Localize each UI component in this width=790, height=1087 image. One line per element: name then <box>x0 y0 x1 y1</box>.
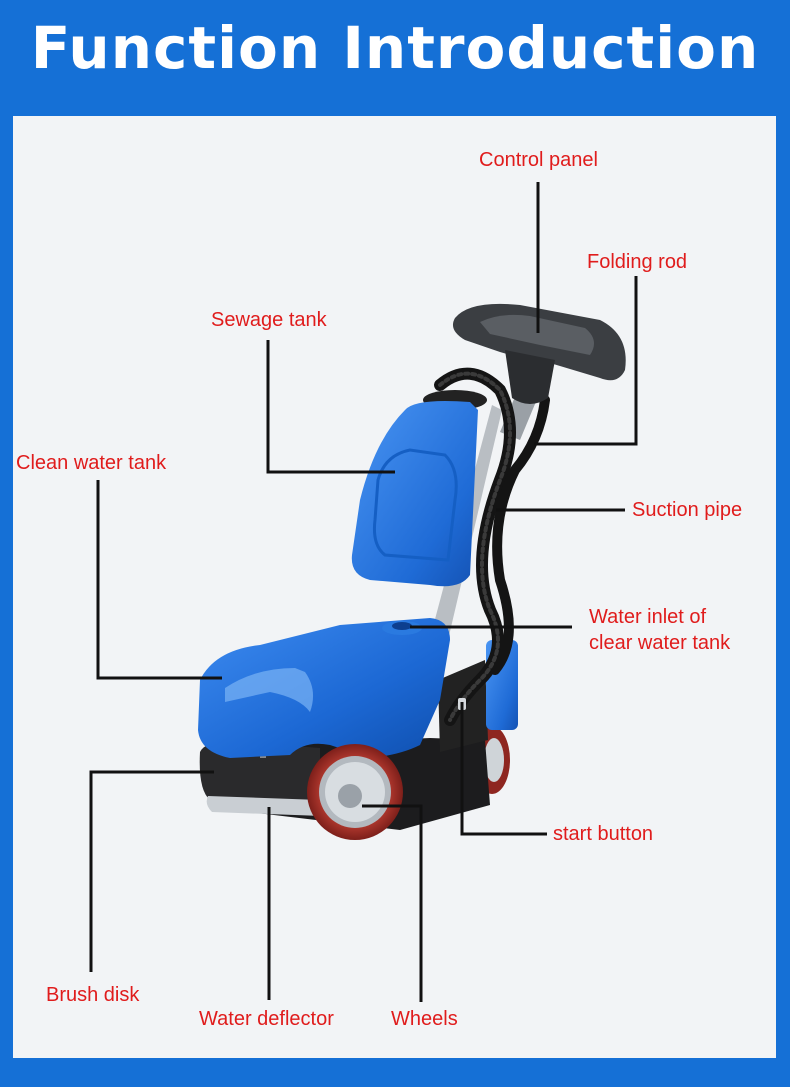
leader-lines <box>91 182 636 1002</box>
label-water-inlet-line2: clear water tank <box>589 630 730 656</box>
label-sewage-tank: Sewage tank <box>211 308 327 332</box>
label-water-inlet-line1: Water inlet of <box>589 604 730 630</box>
label-brush-disk: Brush disk <box>46 983 139 1007</box>
label-wheels: Wheels <box>391 1007 458 1031</box>
label-control-panel: Control panel <box>479 148 598 172</box>
label-water-deflector: Water deflector <box>199 1007 334 1031</box>
label-start-button: start button <box>553 822 653 846</box>
front-wheel <box>307 744 403 840</box>
label-clean-water-tank: Clean water tank <box>16 451 166 475</box>
label-suction-pipe: Suction pipe <box>632 498 742 522</box>
label-water-inlet: Water inlet of clear water tank <box>589 604 730 656</box>
label-folding-rod: Folding rod <box>587 250 687 274</box>
leader-clean-water-tank <box>98 480 222 678</box>
clean-water-tank-shape <box>198 618 450 758</box>
sewage-tank-shape <box>352 390 487 586</box>
leader-sewage-tank <box>268 340 395 472</box>
leader-brush-disk <box>91 772 214 972</box>
